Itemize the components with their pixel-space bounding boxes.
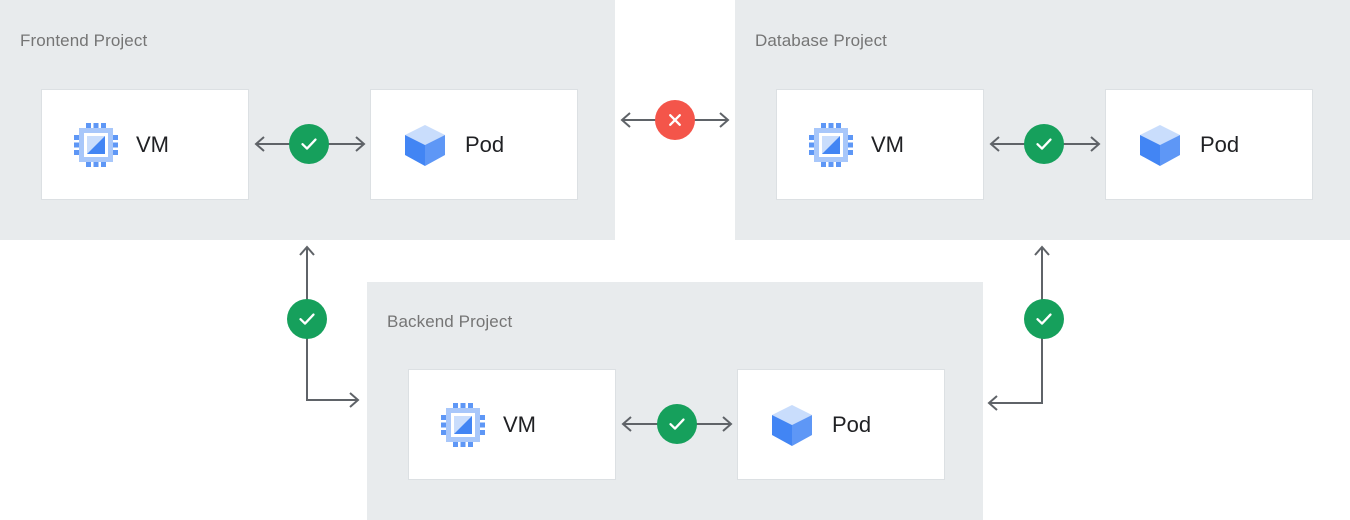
- card-label-backend-vm: VM: [503, 411, 536, 437]
- status-badge-frontend-internal[interactable]: [289, 124, 329, 164]
- card-frontend-vm[interactable]: VM: [41, 89, 249, 200]
- check-circle-icon: [295, 307, 319, 331]
- vm-chip-icon: [807, 121, 855, 169]
- card-database-vm[interactable]: VM: [776, 89, 984, 200]
- card-frontend-pod[interactable]: Pod: [370, 89, 578, 200]
- panel-database-project: Database Project: [735, 0, 1350, 240]
- panel-frontend-project: Frontend Project: [0, 0, 615, 240]
- check-circle-icon: [665, 412, 689, 436]
- card-database-pod[interactable]: Pod: [1105, 89, 1313, 200]
- pod-cube-icon: [1136, 121, 1184, 169]
- panel-title-backend: Backend Project: [387, 312, 513, 331]
- status-badge-database-internal[interactable]: [1024, 124, 1064, 164]
- panel-backend-project: Backend Project: [367, 282, 983, 520]
- check-circle-icon: [297, 132, 321, 156]
- status-badge-frontend-database[interactable]: [655, 100, 695, 140]
- status-badge-backend-internal[interactable]: [657, 404, 697, 444]
- check-circle-icon: [1032, 307, 1056, 331]
- card-label-frontend-pod: Pod: [465, 131, 505, 157]
- pod-cube-icon: [768, 401, 816, 449]
- card-label-database-vm: VM: [871, 131, 904, 157]
- panel-title-frontend: Frontend Project: [20, 31, 148, 50]
- check-circle-icon: [1032, 132, 1056, 156]
- x-circle-icon: [663, 108, 687, 132]
- vm-chip-icon: [439, 401, 487, 449]
- panel-title-database: Database Project: [755, 31, 888, 50]
- status-badge-database-backend[interactable]: [1024, 299, 1064, 339]
- vm-chip-icon: [72, 121, 120, 169]
- card-label-backend-pod: Pod: [832, 411, 872, 437]
- card-label-frontend-vm: VM: [136, 131, 169, 157]
- pod-cube-icon: [401, 121, 449, 169]
- card-backend-pod[interactable]: Pod: [737, 369, 945, 480]
- card-backend-vm[interactable]: VM: [408, 369, 616, 480]
- status-badge-frontend-backend[interactable]: [287, 299, 327, 339]
- card-label-database-pod: Pod: [1200, 131, 1240, 157]
